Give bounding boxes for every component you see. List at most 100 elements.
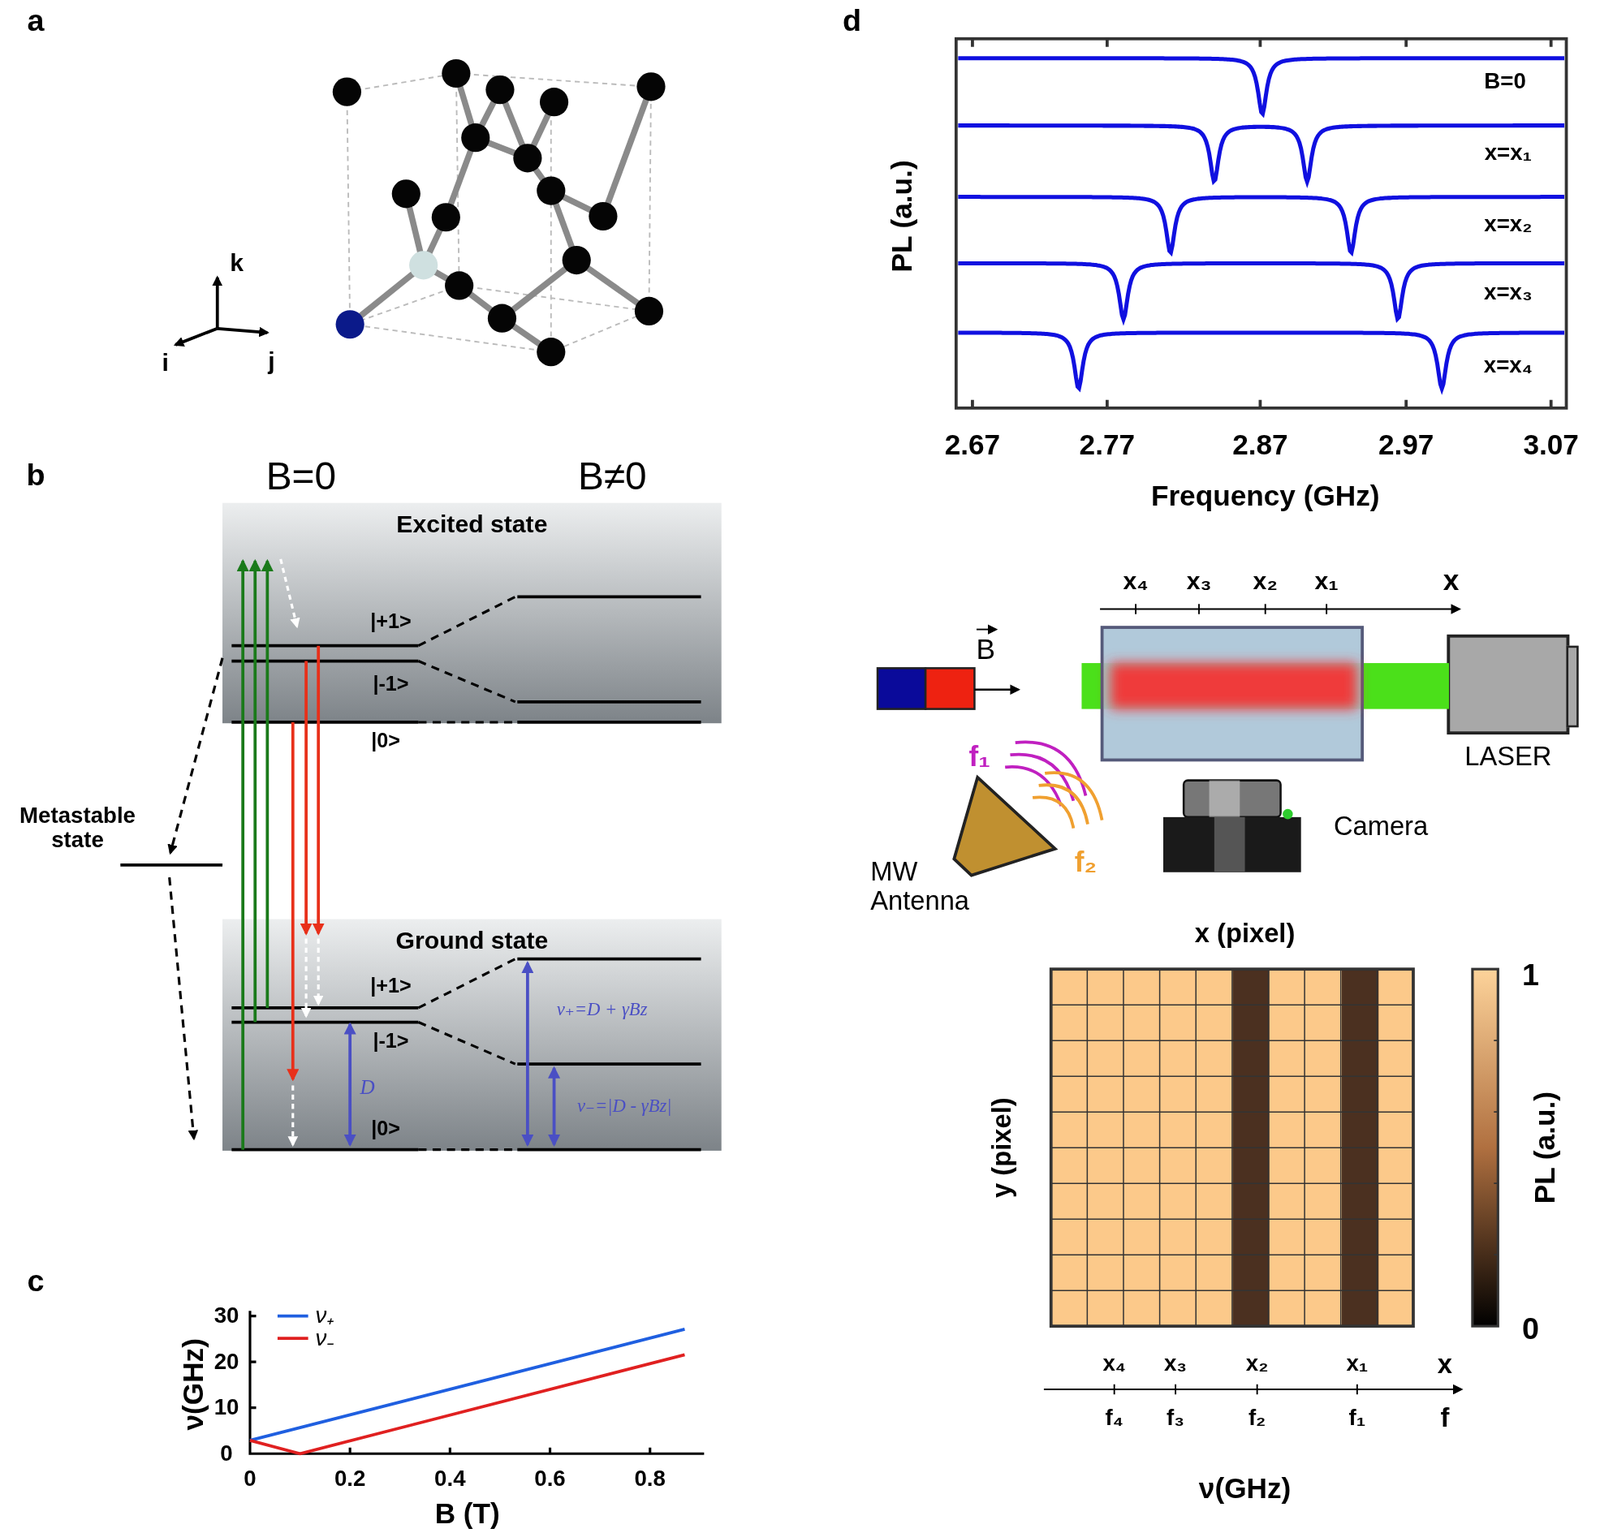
crystal-atoms-part (409, 250, 438, 280)
transition-arrows-part (526, 963, 530, 1146)
magnet-part (974, 688, 1018, 691)
pixel-grid-part (1376, 969, 1379, 1327)
figure-label: c (27, 1263, 45, 1298)
crystal-atoms-part (441, 59, 471, 88)
figure-label: 0 (1522, 1311, 1540, 1346)
pixel-grid-part (1051, 1254, 1414, 1256)
figure-label: B=0 (266, 456, 337, 500)
figure-label: x₃ (1164, 1351, 1187, 1376)
energy-levels-part (517, 720, 701, 725)
splitting-dashes-part (418, 720, 515, 724)
crystal-atoms-part (562, 245, 591, 275)
position-axis-part (1135, 603, 1327, 615)
mw-antenna: MW Antenna (953, 775, 1057, 878)
splitting-dashes-part (418, 959, 515, 1009)
figure-label: x=x₁ (1484, 140, 1532, 165)
pixel-frequency-axis (1043, 1384, 1462, 1396)
crystal-atoms (332, 59, 666, 367)
relaxation-arrows-part (291, 1085, 294, 1145)
figure-label: 2.77 (1079, 430, 1136, 462)
excitation-arrows-part (253, 560, 257, 1023)
axes-triad-part (215, 277, 220, 329)
odmr-traces (957, 58, 1565, 389)
camera-icon-part-part (1214, 817, 1246, 873)
figure-label: b (25, 457, 45, 492)
figure-label: x₂ (1246, 1351, 1269, 1376)
node-text: Ground state (396, 927, 549, 955)
plot-c-lines (250, 1316, 685, 1455)
pixel-grid-part (1051, 1182, 1414, 1185)
mw-antenna-part-part (953, 777, 1055, 876)
figure-label: 0.4 (434, 1466, 466, 1492)
crystal-atoms-part (536, 337, 565, 367)
energy-levels-part (517, 957, 701, 962)
laser-beam (1081, 627, 1450, 760)
plot-c-lines-part (277, 1315, 309, 1319)
splitting-dashes (169, 596, 516, 1150)
crystal-atoms-part (485, 75, 514, 104)
figure-label: 3.07 (1522, 430, 1579, 462)
emission-arrows-part (291, 722, 295, 1080)
mw-antenna-part (953, 775, 1057, 878)
energy-levels-part (517, 1062, 701, 1066)
figure-label: 10 (214, 1395, 240, 1420)
laser-box: LASER (1446, 634, 1570, 735)
magnet-part (877, 668, 926, 709)
energy-levels-part (120, 863, 223, 867)
axes-triad (175, 277, 268, 346)
figure-label: y (pixel) (987, 1097, 1017, 1199)
emission-arrows-part (304, 661, 308, 935)
axes-triad-part (217, 328, 268, 333)
microwave-waves-part (1015, 741, 1087, 796)
pixel-grid-part (1051, 1218, 1414, 1221)
figure-label: f (1440, 1403, 1450, 1433)
figure-label: 0.6 (534, 1466, 565, 1492)
figure-label: 2.97 (1378, 430, 1435, 462)
transition-arrows-part (348, 1024, 352, 1145)
odmr-traces-part (957, 332, 1565, 389)
pixel-grid-part (1267, 969, 1270, 1327)
figure-label: 20 (214, 1349, 240, 1375)
crystal-atoms-part (539, 87, 569, 117)
figure-label: x (1437, 1349, 1453, 1380)
relaxation-arrows (280, 559, 320, 1146)
energy-levels-part (517, 595, 701, 599)
crystal-atoms-part (487, 304, 517, 333)
crystal-atoms-part (634, 297, 664, 326)
laser-beam-part (1102, 627, 1363, 760)
plot-c-axes-part (250, 1316, 651, 1455)
figure-label: |-1> (372, 672, 409, 695)
splitting-dashes-part (418, 1022, 515, 1066)
node-text: LASER (1464, 741, 1552, 772)
figure-label: 1 (1522, 957, 1540, 992)
colorbar-part (1493, 1040, 1498, 1255)
plot-c-lines-part (250, 1354, 685, 1454)
pixel-grid-part (1340, 969, 1342, 1327)
figure-label: i (161, 349, 169, 377)
crystal-atoms-part (336, 310, 365, 339)
figure-label: x=x₂ (1483, 211, 1532, 237)
node-text: Camera (1333, 811, 1428, 841)
microwave-waves-part (1044, 772, 1102, 821)
relaxation-arrows-part (280, 559, 298, 627)
crystal-atoms-part (332, 77, 362, 107)
plot-c-axes-part (250, 1311, 704, 1454)
figure-label: |0> (370, 1116, 401, 1140)
figure-label: x (1443, 565, 1460, 598)
crystal-bonds (349, 73, 652, 353)
camera-icon-part-part (1209, 780, 1241, 818)
energy-levels-part (231, 659, 419, 664)
crystal-atoms-part (392, 179, 421, 208)
excited-state-band: Excited state (222, 503, 722, 725)
figure-label: 0 (243, 1466, 256, 1492)
camera-image-part (1051, 969, 1414, 1327)
node-text: MW Antenna (870, 857, 1014, 916)
figure-label: B (976, 633, 996, 666)
plot-c-lines-part (277, 1336, 309, 1341)
splitting-dashes-part (170, 658, 223, 854)
magnet-part (925, 668, 975, 709)
figure-label: 2.87 (1232, 430, 1289, 462)
laser-beam-part (1110, 663, 1358, 710)
position-axis (1099, 603, 1459, 615)
